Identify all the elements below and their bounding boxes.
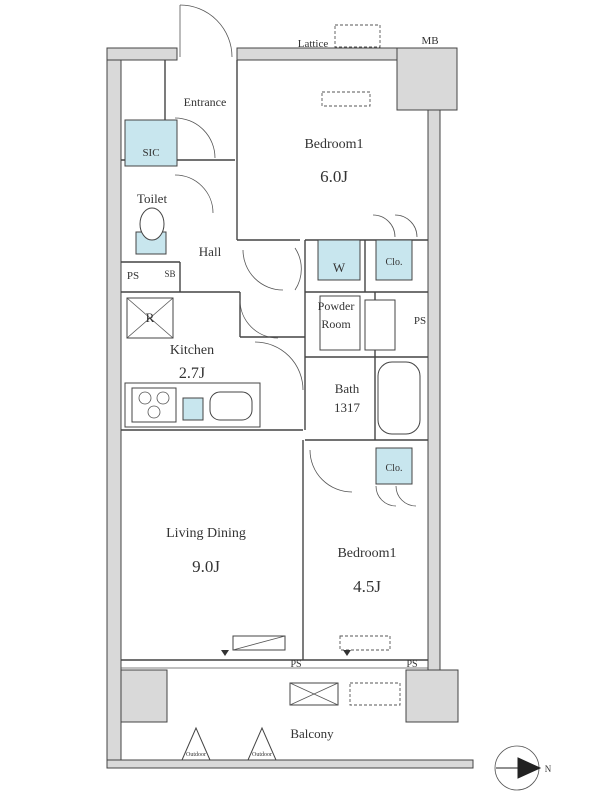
kitchen-size: 2.7J xyxy=(179,365,205,382)
ac-unit-bedroom xyxy=(339,635,391,651)
closet-top xyxy=(375,239,413,281)
toilet-label: Toilet xyxy=(137,191,168,206)
bedroom-bottom-size: 4.5J xyxy=(353,577,381,596)
toilet-bowl xyxy=(139,207,165,241)
washer-label: W xyxy=(333,260,346,275)
bath-label-1: Bath xyxy=(335,381,360,396)
compass-north-label: N xyxy=(545,764,552,774)
bath-label-2: 1317 xyxy=(334,400,361,415)
mb-label: MB xyxy=(421,35,438,47)
refrigerator-label: R xyxy=(146,310,155,325)
outdoor-unit-1-label: Outdoor xyxy=(186,752,206,758)
sink-tile xyxy=(182,397,204,421)
cooktop xyxy=(131,387,177,423)
sb-label: SB xyxy=(164,269,175,279)
clo-bottom-label: Clo. xyxy=(386,463,403,474)
bedroom-top-size: 6.0J xyxy=(320,167,348,186)
ps-left-label: PS xyxy=(127,270,139,282)
balcony-label: Balcony xyxy=(290,726,334,741)
powder-room-label-2: Room xyxy=(321,317,351,331)
ps-bottom-right-label: PS xyxy=(406,659,417,670)
compass xyxy=(494,745,542,791)
living-dining-size: 9.0J xyxy=(192,557,220,576)
east-wall xyxy=(427,99,441,671)
ps-bottom-left-label: PS xyxy=(290,659,301,670)
balcony-parapet xyxy=(106,759,474,769)
outdoor-unit-2-label: Outdoor xyxy=(252,752,272,758)
living-dining-label: Living Dining xyxy=(166,526,246,541)
powder-room-label-1: Powder xyxy=(318,299,355,313)
ps-right-label: PS xyxy=(414,315,426,327)
fixtures xyxy=(124,24,421,761)
balcony-column-right xyxy=(405,669,459,723)
lattice-label: Lattice xyxy=(298,38,329,50)
bedroom-top-label: Bedroom1 xyxy=(304,137,363,152)
north-east-column xyxy=(396,47,458,111)
doors xyxy=(174,4,418,507)
entrance-label: Entrance xyxy=(184,95,227,109)
outer-walls xyxy=(106,47,474,769)
closet-bottom xyxy=(375,447,413,485)
sic-label: SIC xyxy=(142,147,159,159)
outdoor-unit-2 xyxy=(247,726,277,761)
powder-counter xyxy=(319,295,361,351)
balcony-column-left xyxy=(120,669,168,723)
north-wall-left xyxy=(106,47,178,61)
washer-area xyxy=(317,239,361,281)
kitchen-sink xyxy=(209,391,253,421)
sic-area xyxy=(124,119,178,167)
clo-top-label: Clo. xyxy=(386,257,403,268)
room-labels: Entrance SIC Toilet Hall PS SB R Kitchen… xyxy=(127,35,552,774)
vanity xyxy=(364,299,396,351)
outdoor-unit-1 xyxy=(181,726,211,761)
west-wall xyxy=(106,47,122,761)
bedroom-bottom-label: Bedroom1 xyxy=(337,546,396,561)
kitchen-label: Kitchen xyxy=(170,343,214,358)
bathtub xyxy=(377,361,421,435)
hall-label: Hall xyxy=(199,244,222,259)
